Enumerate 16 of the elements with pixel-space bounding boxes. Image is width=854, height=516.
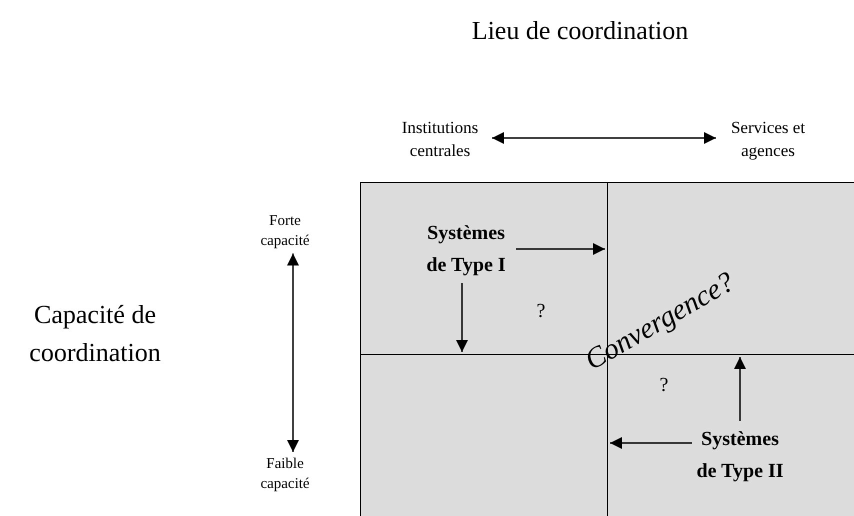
axis-end-label: Services et agences xyxy=(718,117,818,163)
axis-title: Capacité de coordination xyxy=(28,299,162,369)
arrow xyxy=(287,254,299,452)
axis-end-label: Institutions centrales xyxy=(390,117,490,163)
arrow xyxy=(456,283,468,352)
arrow xyxy=(610,437,692,449)
question-mark: ? xyxy=(536,299,546,324)
arrow xyxy=(734,357,746,421)
axis-title: Lieu de coordination xyxy=(470,15,690,47)
question-mark: ? xyxy=(658,373,670,398)
axis-end-label: Forte capacité xyxy=(245,211,325,252)
axis-end-label: Faible capacité xyxy=(245,454,325,494)
quadrant-heading: Systèmes de Type I xyxy=(418,217,514,281)
arrow xyxy=(492,132,716,144)
arrow xyxy=(516,243,605,255)
quadrant-heading: Systèmes de Type II xyxy=(694,423,786,487)
